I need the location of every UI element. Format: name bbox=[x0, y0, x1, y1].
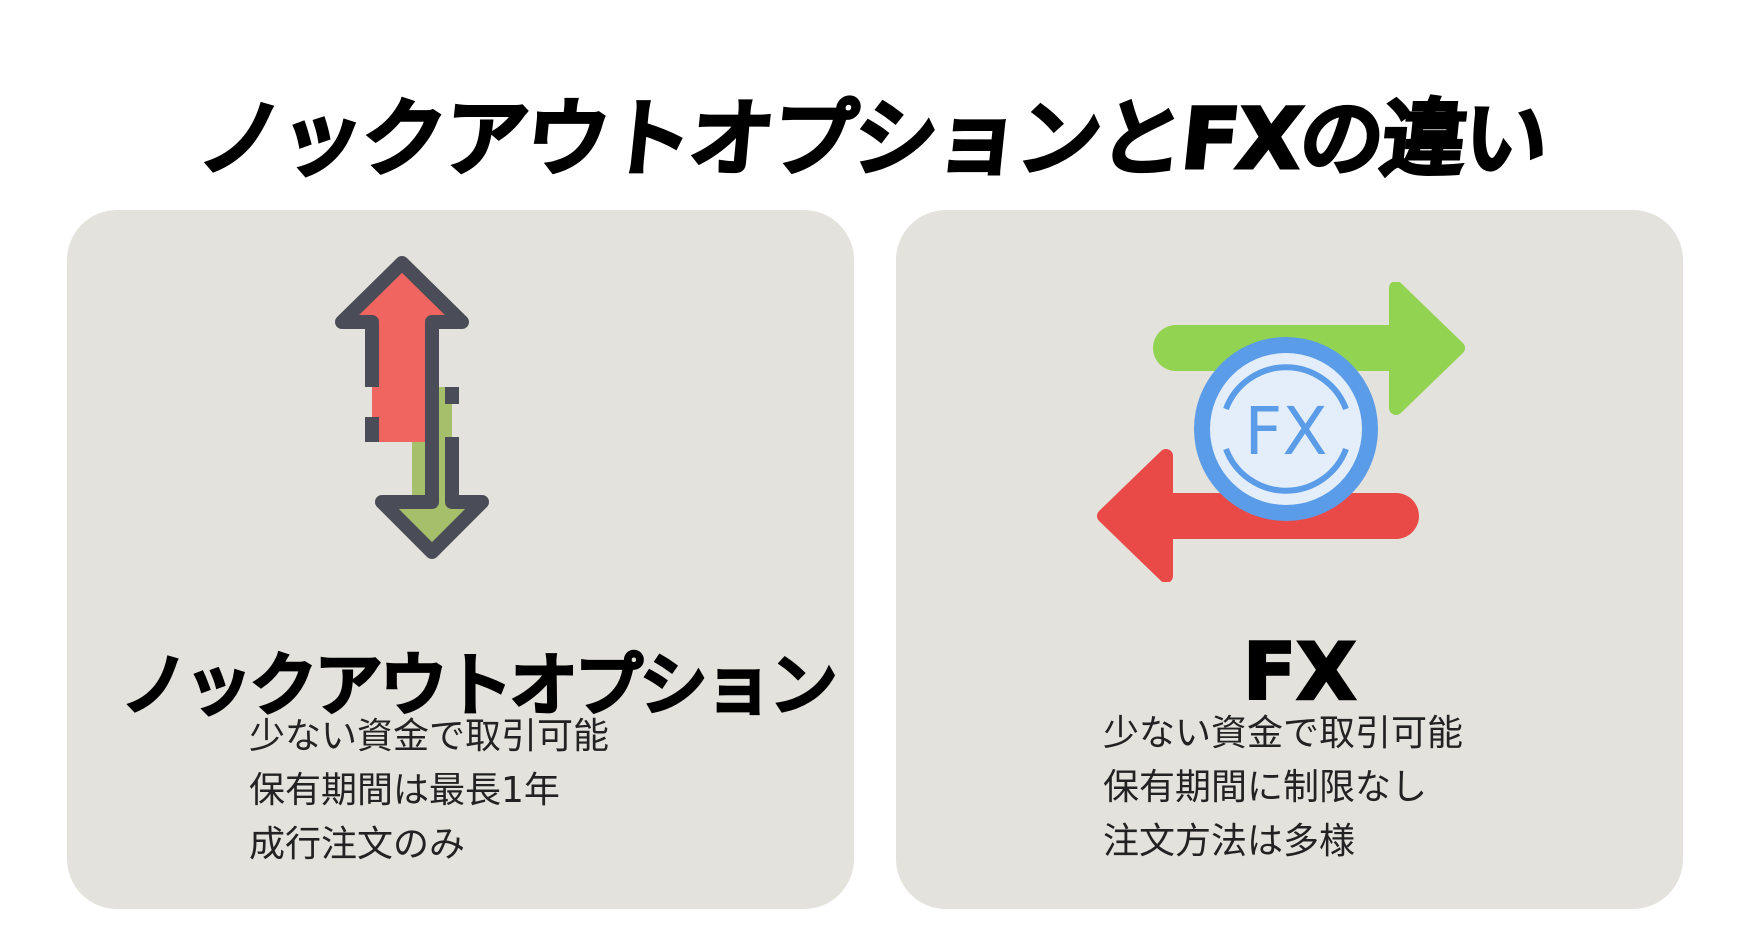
feature-item: 成行注文のみ bbox=[249, 824, 466, 865]
page-title: ノックアウトオプションとFXの違い bbox=[193, 89, 1553, 190]
feature-list: 少ない資金で取引可能 保有期間に制限なし 注文方法は多様 bbox=[1103, 707, 1463, 869]
feature-item: 少ない資金で取引可能 bbox=[1103, 713, 1464, 754]
feature-item: 保有期間に制限なし bbox=[1103, 767, 1428, 808]
feature-item: 保有期間は最長1年 bbox=[249, 770, 560, 811]
card-heading: ノックアウトオプション bbox=[120, 646, 839, 728]
up-down-arrows-icon bbox=[335, 256, 489, 559]
feature-list: 少ない資金で取引可能 保有期間は最長1年 成行注文のみ bbox=[249, 710, 609, 872]
knockout-option-card: ノックアウトオプション 少ない資金で取引可能 保有期間は最長1年 成行注文のみ bbox=[67, 210, 854, 909]
fx-exchange-icon: FX bbox=[1097, 282, 1465, 582]
feature-item: 少ない資金で取引可能 bbox=[249, 716, 610, 757]
card-heading: FX bbox=[1242, 627, 1358, 720]
fx-icon-label: FX bbox=[1244, 393, 1327, 470]
fx-card: FX FX 少ない資金で取引可能 保有期間に制限なし 注文方法は多様 bbox=[896, 210, 1683, 909]
feature-item: 注文方法は多様 bbox=[1103, 821, 1356, 862]
